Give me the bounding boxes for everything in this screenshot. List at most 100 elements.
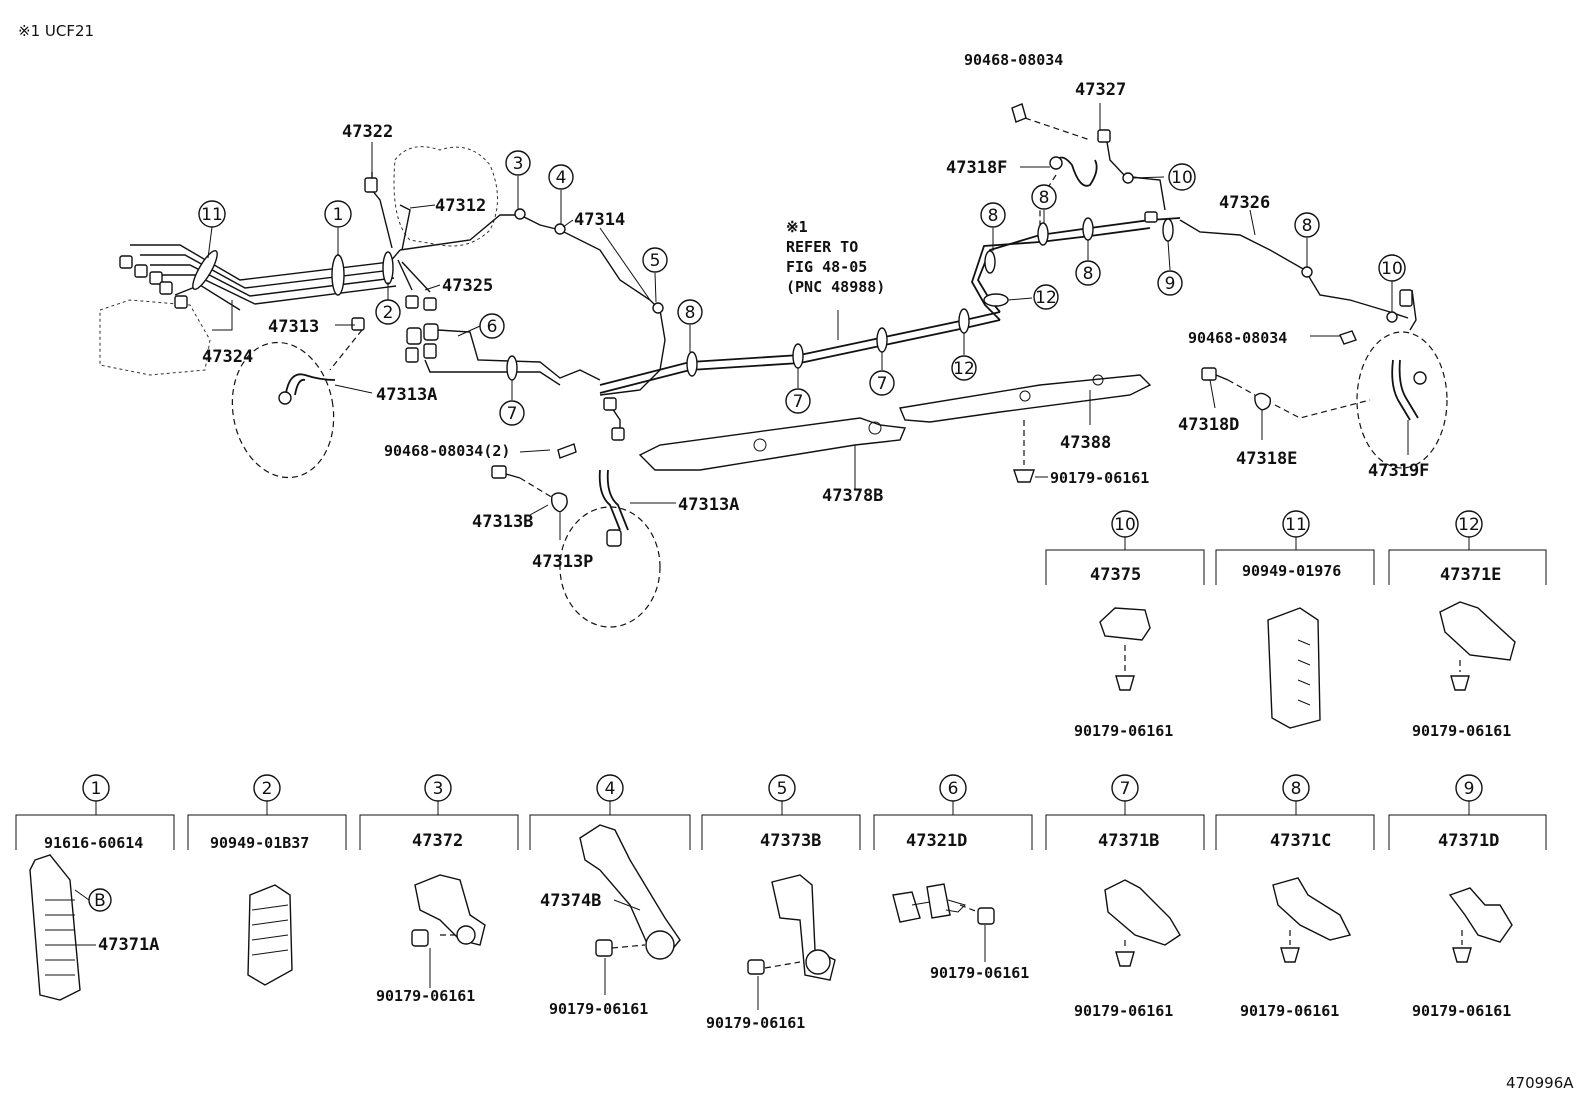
svg-text:10: 10 — [1114, 515, 1136, 535]
svg-text:12: 12 — [1035, 288, 1057, 308]
callout-2: 2 — [375, 299, 401, 325]
callout-11: 11 — [198, 200, 226, 228]
detail-4-part: 47374B — [540, 891, 601, 911]
svg-text:8: 8 — [1039, 188, 1050, 208]
callout-8d: 8 — [1075, 260, 1101, 286]
detail-10-part: 47375 — [1090, 565, 1141, 585]
svg-text:7: 7 — [877, 374, 888, 394]
clamp-47371E-shape — [1439, 601, 1516, 661]
svg-text:5: 5 — [650, 251, 661, 271]
detail-8-part: 47371C — [1270, 831, 1331, 851]
detail-9-bolt: 90179-06161 — [1412, 1002, 1511, 1020]
svg-text:12: 12 — [1458, 515, 1480, 535]
detail-box-5: 5 47373B 90179-06161 — [701, 774, 861, 1032]
callout-12a: 12 — [951, 355, 977, 381]
detail-box-3: 3 47372 90179-06161 — [359, 774, 519, 1005]
part-labels: 47322 47312 47314 47325 47313 47324 4731… — [202, 51, 1429, 572]
detail-5-bolt: 90179-06161 — [706, 1014, 805, 1032]
callout-12b: 12 — [1033, 284, 1059, 310]
svg-text:2: 2 — [383, 303, 394, 323]
label-47322: 47322 — [342, 122, 393, 142]
callout-9: 9 — [1157, 270, 1183, 296]
grommet-shape — [1267, 607, 1321, 729]
label-47313A-left: 47313A — [376, 385, 437, 405]
detail-10-bolt: 90179-06161 — [1074, 722, 1173, 740]
callout-7c: 7 — [869, 370, 895, 396]
model-note: ※1 UCF21 — [18, 22, 94, 40]
detail-box-8: 8 47371C 90179-06161 — [1215, 774, 1375, 1020]
callout-8b: 8 — [980, 202, 1006, 228]
label-47388: 47388 — [1060, 433, 1111, 453]
label-47318E: 47318E — [1236, 449, 1297, 469]
detail-9-part: 47371D — [1438, 831, 1499, 851]
label-47319F: 47319F — [1368, 461, 1429, 481]
svg-text:2: 2 — [262, 779, 273, 799]
label-90468-08034-top: 90468-08034 — [964, 51, 1063, 69]
svg-text:7: 7 — [1120, 779, 1131, 799]
detail-5-part: 47373B — [760, 831, 821, 851]
svg-text:10: 10 — [1381, 259, 1403, 279]
detail-11-part: 90949-01976 — [1242, 562, 1341, 580]
svg-text:8: 8 — [685, 303, 696, 323]
marker-B: B — [94, 891, 106, 911]
detail-1-sub: 47371A — [98, 935, 159, 955]
reference-note: ※1 REFER TO FIG 48-05 (PNC 48988) — [786, 218, 885, 296]
label-47324: 47324 — [202, 347, 253, 367]
svg-text:4: 4 — [605, 779, 616, 799]
svg-text:6: 6 — [948, 779, 959, 799]
detail-box-6: 6 47321D 90179-06161 — [873, 774, 1033, 982]
detail-box-7: 7 47371B 90179-06161 — [1045, 774, 1205, 1020]
callout-8a: 8 — [677, 299, 703, 325]
svg-text:7: 7 — [507, 404, 518, 424]
detail-7-bolt: 90179-06161 — [1074, 1002, 1173, 1020]
svg-text:※1: ※1 — [786, 218, 808, 236]
svg-text:(PNC 48988): (PNC 48988) — [786, 278, 885, 296]
label-47313: 47313 — [268, 317, 319, 337]
label-47313P: 47313P — [532, 552, 593, 572]
detail-3-bolt: 90179-06161 — [376, 987, 475, 1005]
detail-8-bolt: 90179-06161 — [1240, 1002, 1339, 1020]
svg-text:REFER TO: REFER TO — [786, 238, 858, 256]
clamp-47371D-shape — [1448, 887, 1513, 943]
callout-5: 5 — [642, 247, 668, 273]
grommet-01B37-shape — [247, 884, 293, 986]
svg-text:7: 7 — [793, 392, 804, 412]
detail-4-bolt: 90179-06161 — [549, 1000, 648, 1018]
label-90179-06161-mid: 90179-06161 — [1050, 469, 1149, 487]
detail-box-11: 11 90949-01976 — [1215, 510, 1375, 729]
detail-1-part: 91616-60614 — [44, 834, 143, 852]
svg-text:8: 8 — [1083, 264, 1094, 284]
svg-text:3: 3 — [513, 154, 524, 174]
callout-7a: 7 — [499, 400, 525, 426]
figure-code: 470996A — [1506, 1074, 1574, 1092]
leader-lines — [207, 103, 1409, 540]
detail-2-part: 90949-01B37 — [210, 834, 309, 852]
detail-box-10: 10 47375 90179-06161 — [1045, 510, 1205, 740]
detail-box-2: 2 90949-01B37 — [187, 774, 347, 986]
svg-text:8: 8 — [1302, 216, 1313, 236]
callout-1: 1 — [324, 200, 352, 228]
detail-3-part: 47372 — [412, 831, 463, 851]
callout-4: 4 — [548, 164, 574, 190]
detail-12-bolt: 90179-06161 — [1412, 722, 1511, 740]
detail-box-9: 9 47371D 90179-06161 — [1388, 774, 1547, 1020]
label-47327: 47327 — [1075, 80, 1126, 100]
callout-10a: 10 — [1168, 163, 1196, 191]
svg-text:FIG 48-05: FIG 48-05 — [786, 258, 867, 276]
svg-text:4: 4 — [556, 168, 567, 188]
label-47318F: 47318F — [946, 158, 1007, 178]
detail-12-part: 47371E — [1440, 565, 1501, 585]
detail-6-part: 47321D — [906, 831, 967, 851]
callout-7b: 7 — [785, 388, 811, 414]
svg-text:3: 3 — [433, 779, 444, 799]
callout-circles: 11 1 2 3 4 5 6 7 8 7 7 12 12 8 8 8 9 10 … — [198, 150, 1406, 426]
label-47378B: 47378B — [822, 486, 883, 506]
label-47313A-mid: 47313A — [678, 495, 739, 515]
callout-6: 6 — [479, 313, 505, 339]
detail-6-bolt: 90179-06161 — [930, 964, 1029, 982]
callout-10b: 10 — [1378, 254, 1406, 282]
label-90468-08034-right: 90468-08034 — [1188, 329, 1287, 347]
svg-text:11: 11 — [201, 205, 223, 225]
svg-text:12: 12 — [953, 359, 975, 379]
